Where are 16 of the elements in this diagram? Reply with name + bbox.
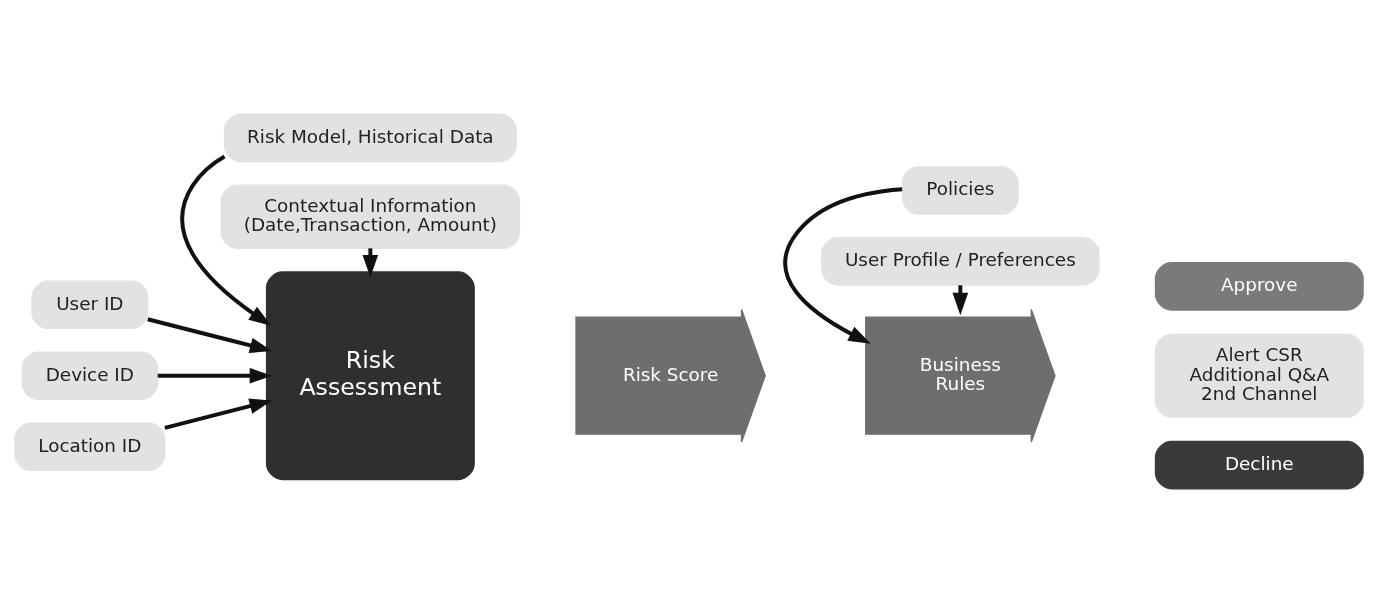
- node-box: Risk Model, Historical Data: [223, 113, 517, 162]
- node-box: Location ID: [14, 421, 166, 471]
- arrow: [783, 186, 903, 344]
- node-box: Policies: [901, 165, 1019, 215]
- arrow: [180, 154, 272, 326]
- arrow: [157, 367, 273, 384]
- node-box: Approve: [1154, 261, 1364, 311]
- arrow: [164, 397, 272, 430]
- node-box: Device ID: [21, 350, 159, 400]
- arrow: [147, 316, 273, 353]
- node-box: Risk Assessment: [265, 270, 475, 480]
- node-box: Contextual Information (Date,Transaction, Amount): [220, 184, 521, 249]
- node-box: Alert CSR Additional Q&A 2nd Channel: [1154, 333, 1364, 418]
- node-box: Decline: [1154, 440, 1364, 489]
- node-box: User ID: [31, 279, 149, 329]
- node-box: User Profile / Preferences: [821, 236, 1100, 286]
